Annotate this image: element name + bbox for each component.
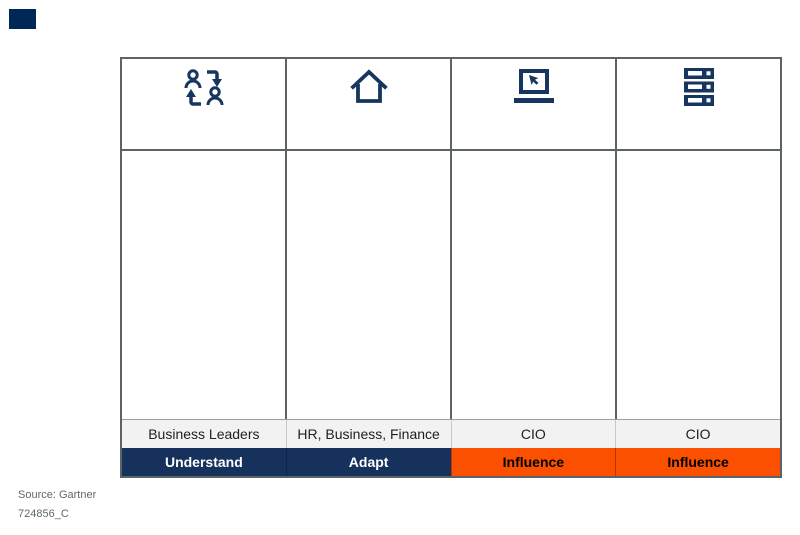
source-line: Source: Gartner	[18, 489, 97, 501]
audience-label: CIO	[450, 420, 616, 448]
brand-logo-block	[9, 9, 36, 29]
action-label-understand: Understand	[122, 448, 286, 476]
icon-cell-1	[122, 59, 285, 149]
server-stack-icon	[683, 68, 714, 106]
action-label-adapt: Adapt	[285, 448, 451, 476]
body-cell-1	[122, 151, 285, 419]
audience-label: CIO	[615, 420, 780, 448]
source-note: Source: Gartner 724856_C	[18, 486, 96, 524]
document-id: 724856_C	[18, 508, 69, 520]
body-cell-3	[450, 151, 615, 419]
audience-label: HR, Business, Finance	[285, 420, 451, 448]
laptop-cursor-icon	[513, 69, 554, 103]
body-row	[122, 151, 780, 420]
audience-label: Business Leaders	[148, 426, 260, 442]
icon-cell-2	[285, 59, 450, 149]
action-label-influence: Influence	[615, 448, 780, 476]
audience-row: Business Leaders HR, Business, Finance C…	[122, 420, 780, 448]
icon-row	[122, 59, 780, 151]
framework-table: Business Leaders HR, Business, Finance C…	[120, 57, 782, 478]
action-row: Understand Adapt Influence Influence	[122, 448, 780, 476]
action-label-influence: Influence	[450, 448, 616, 476]
home-icon	[349, 69, 388, 103]
body-cell-4	[615, 151, 780, 419]
icon-cell-4	[615, 59, 780, 149]
people-exchange-icon	[184, 69, 223, 106]
icon-cell-3	[450, 59, 615, 149]
body-cell-2	[285, 151, 450, 419]
